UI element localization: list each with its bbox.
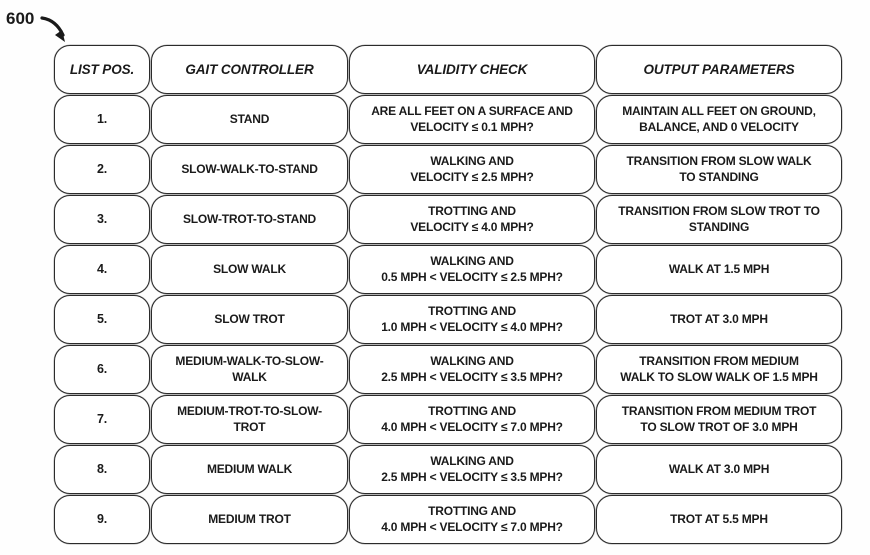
header-gait-controller: GAIT CONTROLLER — [151, 45, 348, 94]
cell-output-parameters: TRANSITION FROM MEDIUM TROT TO SLOW TROT… — [596, 395, 842, 444]
cell-output-parameters: TRANSITION FROM SLOW WALK TO STANDING — [596, 145, 842, 194]
cell-output-parameters: WALK AT 3.0 MPH — [596, 445, 842, 494]
cell-list-pos: 3. — [54, 195, 150, 244]
header-list-pos: LIST POS. — [54, 45, 150, 94]
cell-validity-check: ARE ALL FEET ON A SURFACE AND VELOCITY ≤… — [349, 95, 595, 144]
cell-list-pos: 2. — [54, 145, 150, 194]
cell-validity-check: TROTTING AND 4.0 MPH < VELOCITY ≤ 7.0 MP… — [349, 395, 595, 444]
cell-list-pos: 4. — [54, 245, 150, 294]
cell-gait-controller: MEDIUM WALK — [151, 445, 348, 494]
gait-controller-table: LIST POS. GAIT CONTROLLER VALIDITY CHECK… — [54, 45, 842, 544]
cell-gait-controller: MEDIUM-WALK-TO-SLOW- WALK — [151, 345, 348, 394]
cell-list-pos: 6. — [54, 345, 150, 394]
cell-output-parameters: WALK AT 1.5 MPH — [596, 245, 842, 294]
cell-gait-controller: SLOW-WALK-TO-STAND — [151, 145, 348, 194]
cell-validity-check: TROTTING AND 4.0 MPH < VELOCITY ≤ 7.0 MP… — [349, 495, 595, 544]
header-validity-check: VALIDITY CHECK — [349, 45, 595, 94]
cell-validity-check: TROTTING AND 1.0 MPH < VELOCITY ≤ 4.0 MP… — [349, 295, 595, 344]
cell-output-parameters: TROT AT 3.0 MPH — [596, 295, 842, 344]
cell-output-parameters: TRANSITION FROM SLOW TROT TO STANDING — [596, 195, 842, 244]
cell-gait-controller: MEDIUM TROT — [151, 495, 348, 544]
cell-gait-controller: MEDIUM-TROT-TO-SLOW- TROT — [151, 395, 348, 444]
cell-validity-check: WALKING AND 2.5 MPH < VELOCITY ≤ 3.5 MPH… — [349, 345, 595, 394]
cell-gait-controller: SLOW TROT — [151, 295, 348, 344]
cell-list-pos: 1. — [54, 95, 150, 144]
cell-output-parameters: TRANSITION FROM MEDIUM WALK TO SLOW WALK… — [596, 345, 842, 394]
figure-reference: 600 — [6, 9, 65, 42]
cell-gait-controller: STAND — [151, 95, 348, 144]
cell-output-parameters: MAINTAIN ALL FEET ON GROUND, BALANCE, AN… — [596, 95, 842, 144]
header-output-parameters: OUTPUT PARAMETERS — [596, 45, 842, 94]
cell-validity-check: WALKING AND VELOCITY ≤ 2.5 MPH? — [349, 145, 595, 194]
cell-validity-check: WALKING AND 0.5 MPH < VELOCITY ≤ 2.5 MPH… — [349, 245, 595, 294]
cell-gait-controller: SLOW-TROT-TO-STAND — [151, 195, 348, 244]
cell-gait-controller: SLOW WALK — [151, 245, 348, 294]
figure-reference-label: 600 — [6, 9, 34, 28]
cell-list-pos: 7. — [54, 395, 150, 444]
cell-validity-check: WALKING AND 2.5 MPH < VELOCITY ≤ 3.5 MPH… — [349, 445, 595, 494]
figure-reference-arrowhead — [55, 30, 65, 42]
cell-list-pos: 9. — [54, 495, 150, 544]
cell-output-parameters: TROT AT 5.5 MPH — [596, 495, 842, 544]
cell-validity-check: TROTTING AND VELOCITY ≤ 4.0 MPH? — [349, 195, 595, 244]
cell-list-pos: 8. — [54, 445, 150, 494]
cell-list-pos: 5. — [54, 295, 150, 344]
